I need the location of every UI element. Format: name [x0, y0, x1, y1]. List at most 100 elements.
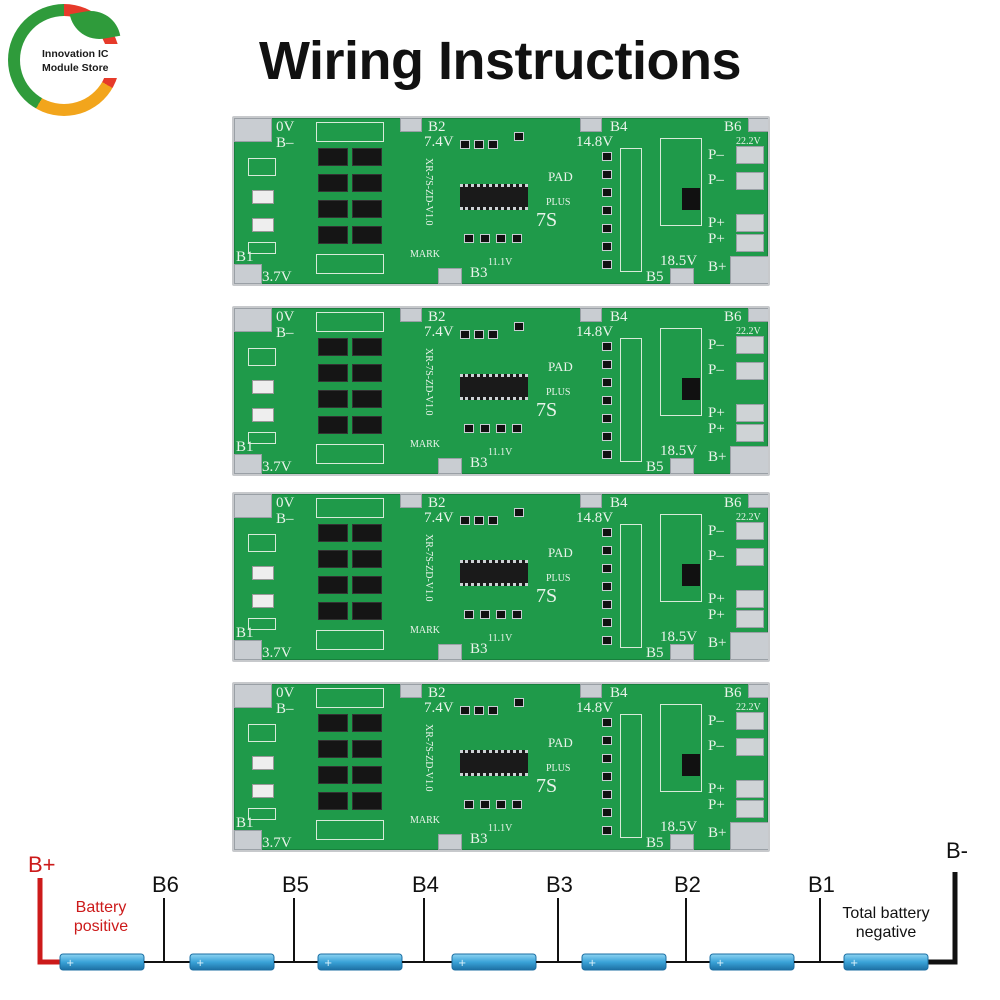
output-outline	[660, 514, 702, 602]
tap-label: B5	[282, 872, 309, 897]
balance-resistor	[602, 772, 612, 781]
mosfet	[352, 792, 382, 810]
balance-resistor	[602, 432, 612, 441]
smd-part	[512, 610, 522, 619]
mosfet	[352, 174, 382, 192]
label-b3: B3	[470, 641, 488, 657]
pad-b4	[580, 308, 602, 322]
smd-part	[480, 800, 490, 809]
label-7s: 7S	[536, 209, 558, 231]
mosfet	[352, 550, 382, 568]
sense-resistor	[252, 380, 274, 394]
label-b2: B2	[428, 119, 446, 135]
resistor-outline	[248, 808, 276, 820]
mosfet	[352, 714, 382, 732]
resistor-outline	[248, 158, 276, 176]
pad-b3	[438, 644, 462, 660]
pad-b1	[234, 264, 262, 284]
balance-resistor	[602, 618, 612, 627]
label-b2: B2	[428, 495, 446, 511]
positive-wire	[37, 878, 60, 965]
protection-ic	[460, 184, 528, 210]
pad-pplus-2	[736, 234, 764, 252]
pad-pminus-1	[736, 712, 764, 730]
resistor-outline	[248, 242, 276, 254]
output-outline	[660, 328, 702, 416]
smd-part	[460, 330, 470, 339]
pad-bplus	[730, 256, 768, 284]
smd-part	[460, 140, 470, 149]
pad-bplus	[730, 632, 768, 660]
pad-pminus-2	[736, 548, 764, 566]
balance-resistor	[602, 224, 612, 233]
mosfet	[318, 416, 348, 434]
pad-b2	[400, 494, 422, 508]
bminus-label: B-	[946, 838, 968, 863]
mosfet-outline	[316, 122, 384, 142]
mosfet	[352, 576, 382, 594]
mosfet	[318, 524, 348, 542]
protection-ic	[460, 560, 528, 586]
pad-b6	[748, 308, 768, 322]
label-3v7: 3.7V	[262, 645, 292, 661]
wiring-diagram: +++++++	[37, 872, 958, 971]
label-b6: B6	[724, 309, 742, 325]
label-model: XR-7S-ZD-V1.0	[423, 348, 434, 416]
label-b5: B5	[646, 645, 664, 661]
label-mark: MARK	[410, 815, 441, 826]
balance-resistor	[602, 170, 612, 179]
mosfet	[352, 338, 382, 356]
pad-b5	[670, 268, 694, 284]
label-plus: PLUS	[546, 197, 571, 208]
smd-part	[514, 132, 524, 141]
mosfet	[352, 390, 382, 408]
pad-b6	[748, 684, 768, 698]
pad-0v	[234, 308, 272, 332]
mosfet	[318, 338, 348, 356]
bms-board-3: 0V B– B2 7.4V B4 14.8V B6 22.2V PAD PLUS…	[232, 492, 770, 662]
battery-positive-line-1: Battery	[75, 899, 127, 916]
pad-pplus-2	[736, 610, 764, 628]
label-model: XR-7S-ZD-V1.0	[423, 724, 434, 792]
balance-resistor	[602, 360, 612, 369]
label-22v2: 22.2V	[736, 702, 761, 713]
smd-part	[512, 234, 522, 243]
pad-0v	[234, 684, 272, 708]
label-0v: 0V	[276, 685, 295, 701]
balance-resistors	[620, 338, 642, 462]
total-negative-note: Total battery negative	[826, 904, 946, 942]
smd-part	[488, 330, 498, 339]
mosfet	[318, 766, 348, 784]
mosfet	[318, 602, 348, 620]
smd-part	[496, 424, 506, 433]
pad-bplus	[730, 822, 768, 850]
balance-resistor	[602, 826, 612, 835]
pad-b5	[670, 834, 694, 850]
label-pminus-1: P–	[708, 337, 724, 353]
balance-resistors	[620, 714, 642, 838]
label-bminus: B–	[276, 511, 294, 527]
pad-pminus-1	[736, 336, 764, 354]
bplus-label: B+	[28, 852, 56, 877]
total-negative-line-1: Total battery	[842, 905, 930, 922]
balance-resistor	[602, 528, 612, 537]
label-18v5: 18.5V	[660, 819, 698, 835]
output-outline	[660, 704, 702, 792]
smd-part	[480, 234, 490, 243]
mosfet	[318, 174, 348, 192]
pad-pplus-1	[736, 780, 764, 798]
cell-plus-mark: +	[716, 958, 724, 969]
label-11v1: 11.1V	[488, 823, 513, 834]
pad-b2	[400, 684, 422, 698]
pad-b6	[748, 494, 768, 508]
balance-resistor	[602, 396, 612, 405]
mosfet-outline	[316, 498, 384, 518]
pad-bplus	[730, 446, 768, 474]
pad-pminus-1	[736, 146, 764, 164]
smd-part	[488, 140, 498, 149]
pad-b2	[400, 118, 422, 132]
battery-positive-note: Battery positive	[60, 898, 142, 936]
pad-b3	[438, 834, 462, 850]
label-7v4: 7.4V	[424, 510, 454, 526]
label-14v8: 14.8V	[576, 510, 614, 526]
